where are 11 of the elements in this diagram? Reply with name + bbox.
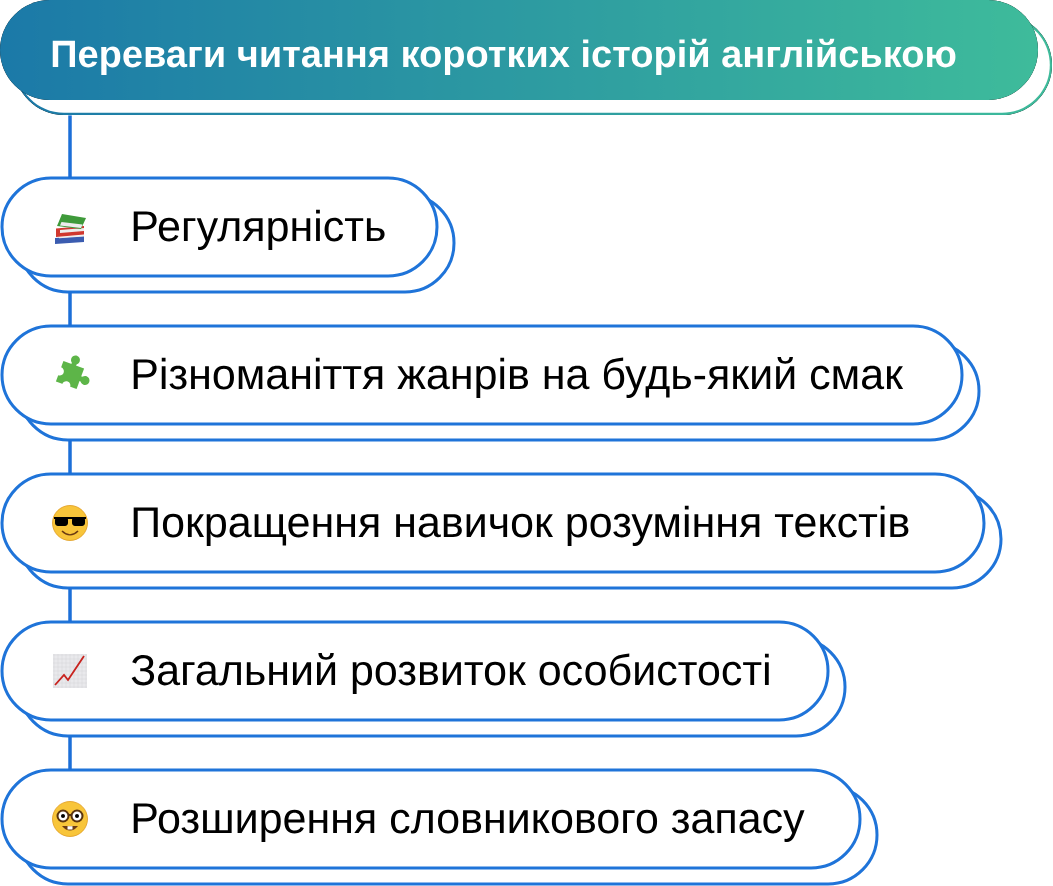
connector-line bbox=[68, 588, 72, 622]
item-pill: Загальний розвиток особистості bbox=[0, 620, 847, 738]
item-pill: Різноманіття жанрів на будь-який смак bbox=[0, 324, 981, 442]
connector-line bbox=[68, 292, 72, 326]
item-pill: Розширення словникового запасу bbox=[0, 768, 879, 886]
connector-line bbox=[68, 115, 72, 178]
item-pill: Покращення навичок розуміння текстів bbox=[0, 472, 1003, 590]
connector-line bbox=[68, 736, 72, 770]
connector-line bbox=[68, 440, 72, 474]
item-pill: Регулярність bbox=[0, 176, 456, 294]
title-pill: Переваги читання коротких історій англійською bbox=[0, 0, 1052, 115]
